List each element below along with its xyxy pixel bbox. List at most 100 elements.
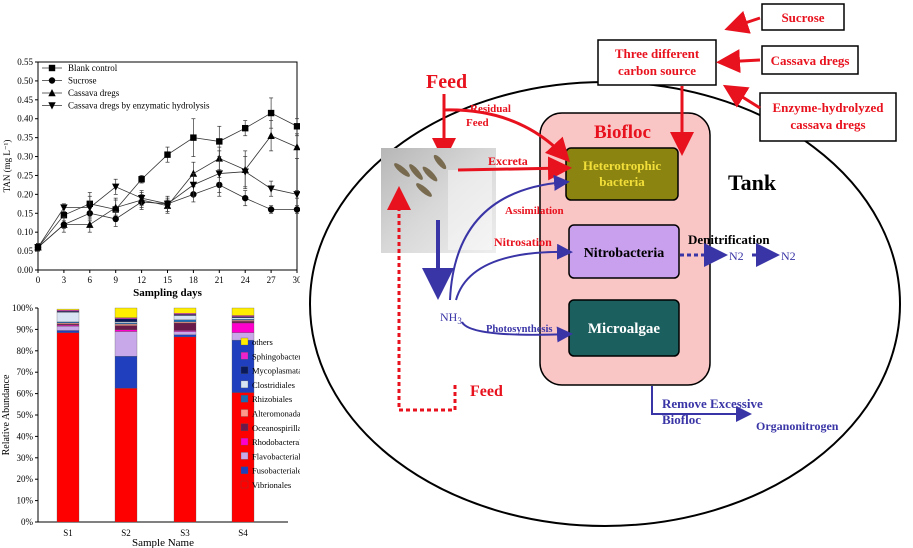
- legend-label: Mycoplasmatales: [252, 366, 300, 376]
- bar-segment: [56, 308, 80, 311]
- y-tick-label: 20%: [17, 474, 34, 484]
- legend-marker: [48, 77, 56, 84]
- x-tick-label: S1: [63, 528, 73, 538]
- y-tick-label: 0.15: [17, 208, 33, 218]
- microalgae-label: Microalgae: [588, 321, 661, 337]
- data-point: [60, 204, 68, 212]
- legend-marker: [48, 102, 56, 110]
- legend-marker: [48, 89, 56, 97]
- arrow-photosynthesis: [461, 321, 573, 343]
- legend-label: Rhizobiales: [252, 394, 292, 404]
- arrow-remove-biofloc: [651, 386, 752, 422]
- legend-label: Fusobacteriales: [252, 466, 300, 476]
- bar-segment: [231, 307, 255, 316]
- tank-label: Tank: [728, 170, 777, 195]
- data-point: [86, 220, 94, 228]
- y-axis-label: TAN (mg L⁻¹): [2, 140, 12, 193]
- data-point: [293, 143, 300, 151]
- y-tick-label: 70%: [17, 367, 34, 377]
- y-tick-label: 0.40: [17, 114, 33, 124]
- nh3-label: NH3: [440, 310, 462, 326]
- series-3: [34, 150, 300, 252]
- bar-stack-S4: [231, 307, 255, 523]
- legend-swatch: [240, 395, 249, 403]
- legend-swatch: [240, 352, 249, 360]
- data-point: [190, 134, 197, 141]
- cassava-label: Cassava dregs: [771, 53, 850, 68]
- shrimp-icon: [394, 154, 447, 197]
- series-2: [34, 120, 300, 252]
- data-point: [293, 206, 300, 213]
- bar-segment: [114, 307, 138, 318]
- abundance-stacked-bar-chart: 0%10%20%30%40%50%60%70%80%90%100%Relativ…: [1, 303, 300, 548]
- x-axis-label: Sample Name: [132, 537, 194, 548]
- y-tick-label: 0.00: [17, 265, 33, 275]
- nitrosation-label: Nitrosation: [494, 235, 552, 249]
- data-point: [138, 176, 145, 183]
- y-tick-label: 0.50: [17, 76, 33, 86]
- data-point: [112, 203, 120, 211]
- data-point: [242, 124, 249, 132]
- legend-marker: [48, 64, 56, 72]
- legend-label: others: [252, 337, 273, 347]
- y-tick-label: 60%: [17, 389, 34, 399]
- y-tick-label: 0.10: [17, 227, 33, 237]
- x-tick-label: 6: [88, 275, 93, 285]
- y-tick-label: 0.45: [17, 95, 33, 105]
- x-tick-label: 0: [36, 275, 41, 285]
- legend-swatch: [240, 423, 249, 431]
- legend-label: Flavobacteriales: [252, 451, 300, 461]
- legend-label: Sphingobacteriales: [252, 351, 300, 361]
- nitrobacteria-label: Nitrobacteria: [584, 246, 665, 261]
- data-point: [163, 200, 172, 208]
- y-tick-label: 0.25: [17, 170, 33, 180]
- x-tick-label: 24: [241, 275, 251, 285]
- legend-swatch: [240, 437, 249, 446]
- y-tick-label: 0.05: [17, 246, 33, 256]
- data-point: [137, 194, 146, 203]
- data-point: [215, 170, 223, 178]
- y-tick-label: 40%: [17, 431, 34, 441]
- feed-label: Feed: [426, 71, 467, 93]
- data-point: [112, 215, 119, 223]
- arrow-residual-feed: [443, 108, 571, 163]
- data-point: [267, 185, 275, 193]
- y-tick-label: 30%: [17, 453, 34, 463]
- y-tick-label: 0.30: [17, 152, 33, 162]
- y-tick-label: 90%: [17, 324, 34, 334]
- shrimp-photo-tank: [448, 170, 492, 250]
- legend-swatch: [240, 480, 249, 489]
- sucrose-box: [761, 3, 845, 31]
- bar-stack-S2: [114, 307, 138, 523]
- legend-swatch: [240, 452, 249, 460]
- data-point: [34, 244, 42, 252]
- data-point: [164, 151, 171, 158]
- arrow-assimilation: [449, 174, 570, 301]
- data-point: [267, 206, 275, 213]
- data-point: [60, 220, 68, 228]
- legend-label: Cassava dregs: [68, 88, 120, 98]
- data-point: [189, 169, 198, 177]
- carbon-source-box: [597, 39, 717, 86]
- arrow-cassava: [716, 49, 761, 74]
- n2-label-1: N2: [729, 249, 744, 263]
- arrow-excreta: [457, 156, 572, 181]
- data-point: [112, 183, 120, 191]
- data-point: [189, 181, 198, 189]
- x-tick-label: 30: [293, 275, 301, 285]
- cassava-box: [761, 45, 859, 75]
- y-tick-label: 10%: [17, 496, 34, 506]
- data-point: [267, 109, 275, 117]
- y-tick-label: 100%: [12, 303, 34, 313]
- legend-swatch: [240, 380, 249, 389]
- data-point: [293, 191, 300, 199]
- y-tick-label: 0%: [21, 517, 34, 527]
- y-axis-label: Relative Abundance: [1, 374, 12, 455]
- x-tick-label: 3: [62, 275, 67, 285]
- bar-stack-S1: [56, 308, 80, 523]
